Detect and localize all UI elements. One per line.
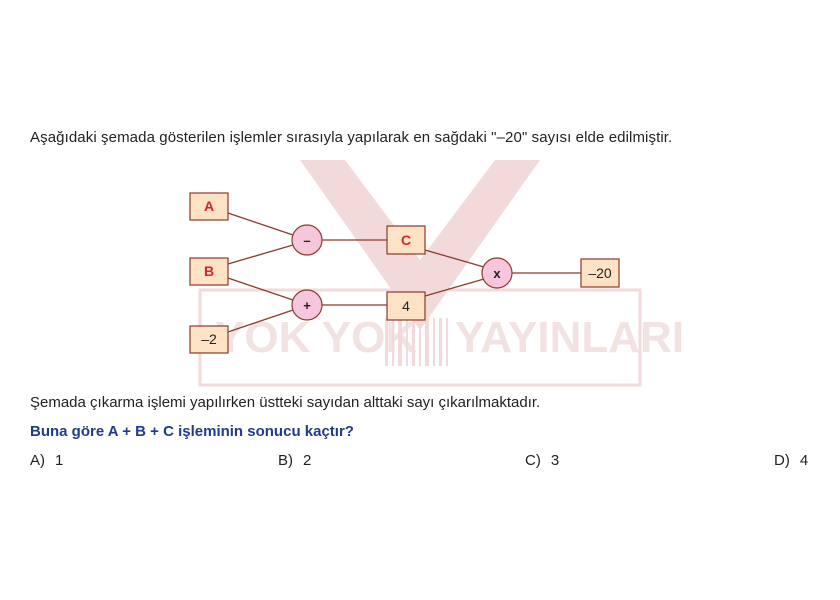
svg-text:+: + <box>303 298 311 313</box>
svg-text:B: B <box>204 263 214 279</box>
note-text: Şemada çıkarma işlemi yapılırken üstteki… <box>30 394 541 411</box>
box-4: 4 <box>386 291 426 321</box>
option-letter: D) <box>774 452 790 469</box>
option-d[interactable]: D) 4 <box>774 452 808 469</box>
watermark-left-text: YOK YOK <box>215 313 417 362</box>
option-value: 4 <box>799 452 809 469</box>
svg-text:A: A <box>204 198 214 214</box>
watermark-logo: YOK YOK YAYINLARI <box>198 160 684 387</box>
wire-a-minus <box>227 212 294 236</box>
option-c[interactable]: C) 3 <box>525 452 559 469</box>
option-a[interactable]: A) 1 <box>30 452 63 469</box>
svg-text:–20: –20 <box>588 265 612 281</box>
question-text: Buna göre A + B + C işleminin sonucu kaç… <box>30 423 354 440</box>
option-b[interactable]: B) 2 <box>278 452 311 469</box>
op-plus: + <box>291 289 323 321</box>
svg-text:–2: –2 <box>201 331 217 347</box>
wire-neg2-plus <box>227 309 294 333</box>
option-letter: C) <box>525 452 541 469</box>
box-c: C <box>386 225 426 255</box>
svg-text:4: 4 <box>402 298 410 314</box>
box-neg2: –2 <box>189 325 229 354</box>
option-letter: B) <box>278 452 293 469</box>
op-times: x <box>481 257 513 289</box>
svg-text:x: x <box>493 266 501 281</box>
intro-text: Aşağıdaki şemada gösterilen işlemler sır… <box>30 129 673 146</box>
wire-b-plus <box>227 277 294 301</box>
option-value: 1 <box>55 452 64 469</box>
wire-4-times <box>424 278 485 297</box>
watermark-right-text: YAYINLARI <box>455 313 684 362</box>
barcode-icon <box>385 318 448 366</box>
option-letter: A) <box>30 452 45 469</box>
box-a: A <box>189 192 229 221</box>
box-result: –20 <box>580 258 620 288</box>
wire-b-minus <box>227 244 294 265</box>
svg-text:C: C <box>401 232 411 248</box>
box-b: B <box>189 257 229 286</box>
wire-c-times <box>424 249 485 268</box>
option-value: 2 <box>303 452 312 469</box>
op-minus: – <box>291 224 323 256</box>
svg-text:–: – <box>303 233 310 248</box>
option-value: 3 <box>550 452 560 469</box>
